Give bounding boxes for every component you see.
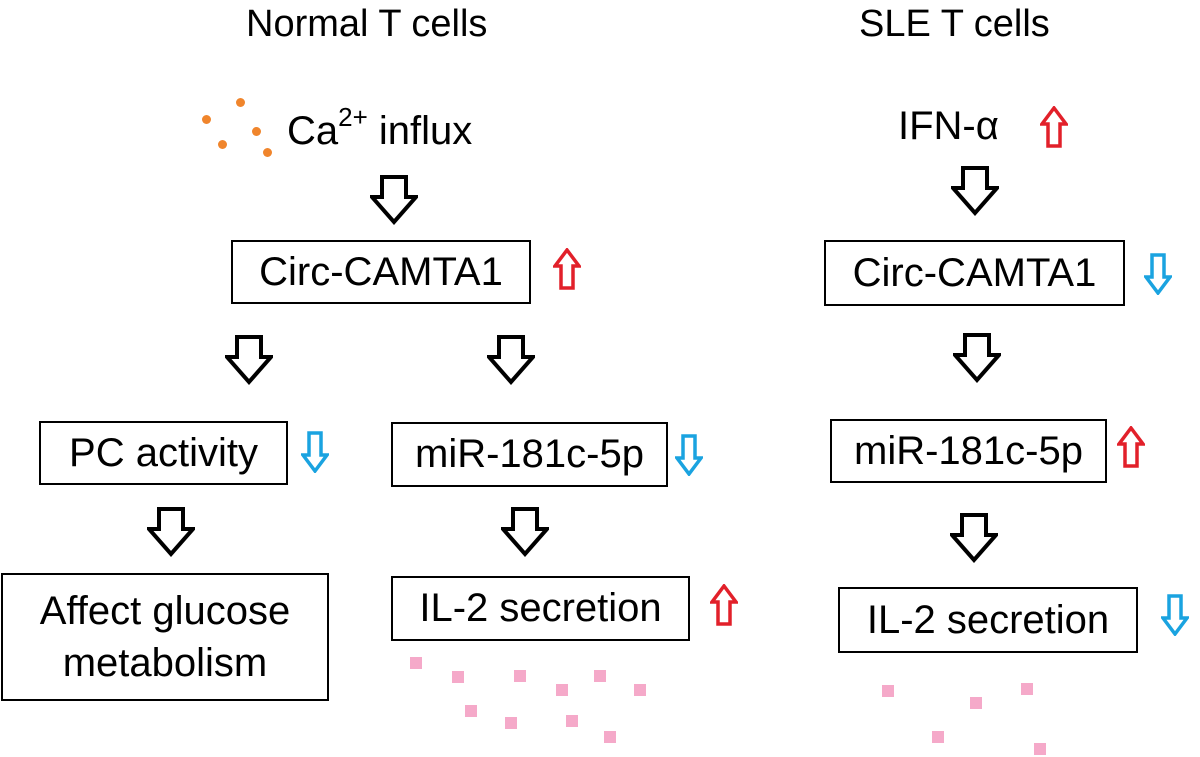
glucose-line2: metabolism (62, 641, 268, 685)
down-flow-arrow-icon (950, 513, 998, 563)
il2-square-icon (1034, 743, 1046, 755)
calcium-dot-icon (252, 127, 261, 136)
down-flow-arrow-icon (147, 507, 195, 557)
down-flow-arrow-icon (370, 175, 418, 225)
il2-square-icon (932, 731, 944, 743)
calcium-dot-icon (218, 140, 227, 149)
il2-square-icon (556, 684, 568, 696)
down-flow-arrow-icon (951, 166, 999, 216)
normal-circ-box: Circ-CAMTA1 (231, 240, 531, 304)
up-arrow-icon (1040, 106, 1068, 148)
normal-pc-box: PC activity (39, 421, 288, 485)
down-arrow-icon (301, 431, 329, 473)
down-arrow-icon (1144, 253, 1172, 295)
influx-label: influx (367, 109, 473, 153)
sle-circ-box: Circ-CAMTA1 (824, 240, 1125, 306)
down-arrow-icon (1161, 594, 1189, 636)
calcium-charge: 2+ (338, 101, 368, 132)
calcium-dot-icon (236, 98, 245, 107)
normal-mir-box: miR-181c-5p (391, 422, 668, 487)
normal-trigger: Ca2+ influx (287, 104, 473, 153)
normal-il2-box: IL-2 secretion (391, 576, 690, 641)
il2-square-icon (410, 657, 422, 669)
up-arrow-icon (553, 248, 581, 290)
down-flow-arrow-icon (501, 507, 549, 557)
down-arrow-icon (675, 434, 703, 476)
sle-mir-box: miR-181c-5p (830, 419, 1107, 483)
calcium-dot-icon (202, 115, 211, 124)
normal-glucose-box: Affect glucose metabolism (1, 573, 329, 701)
sle-title: SLE T cells (859, 3, 1050, 45)
il2-square-icon (604, 731, 616, 743)
sle-trigger: IFN-α (898, 104, 999, 148)
il2-square-icon (514, 670, 526, 682)
sle-il2-box: IL-2 secretion (838, 587, 1138, 653)
normal-title: Normal T cells (246, 3, 488, 45)
il2-square-icon (465, 705, 477, 717)
up-arrow-icon (710, 584, 738, 626)
calcium-dot-icon (263, 148, 272, 157)
up-arrow-icon (1117, 426, 1145, 468)
il2-square-icon (452, 671, 464, 683)
down-flow-arrow-icon (225, 335, 273, 385)
down-flow-arrow-icon (953, 333, 1001, 383)
il2-square-icon (970, 697, 982, 709)
il2-square-icon (634, 684, 646, 696)
down-flow-arrow-icon (487, 335, 535, 385)
il2-square-icon (594, 670, 606, 682)
il2-square-icon (1021, 683, 1033, 695)
calcium-symbol: Ca (287, 109, 339, 153)
il2-square-icon (566, 715, 578, 727)
il2-square-icon (505, 717, 517, 729)
il2-square-icon (882, 685, 894, 697)
glucose-line1: Affect glucose (39, 589, 291, 633)
